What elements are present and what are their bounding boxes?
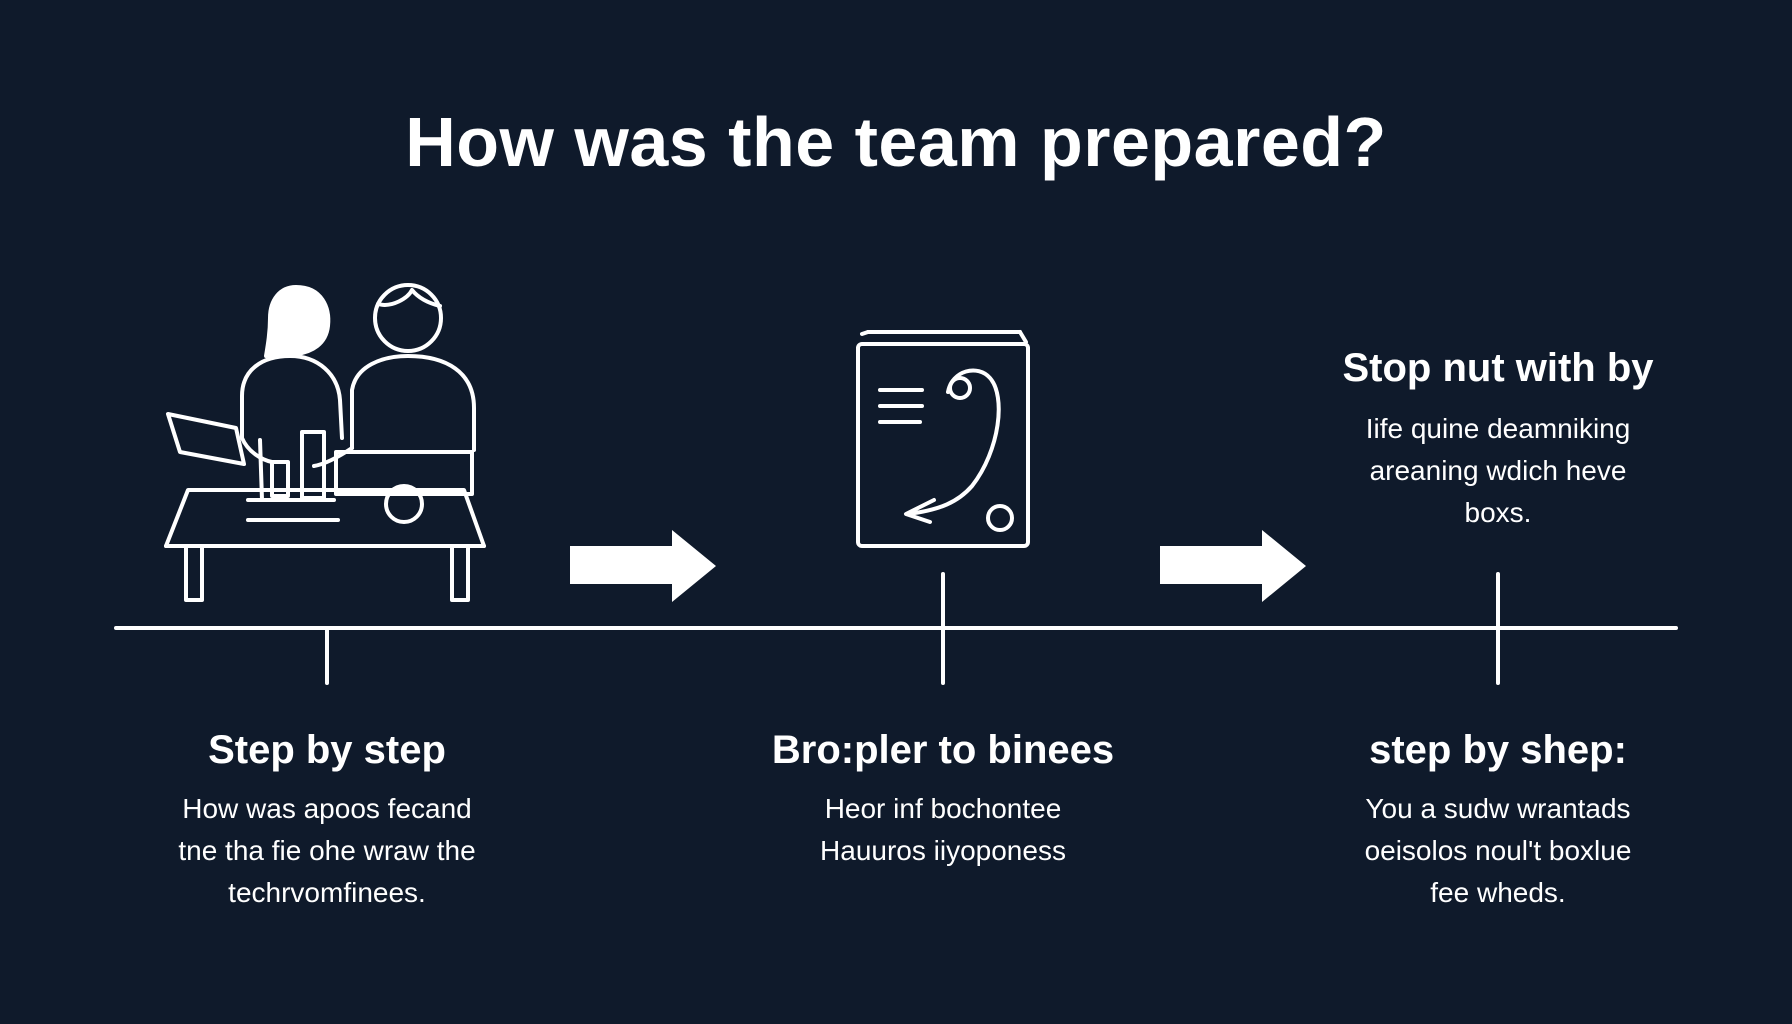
step-2-heading: Bro:pler to binees [771,728,1115,772]
step-1-body-line-1: How was apoos fecand [182,793,472,824]
right-arrow-icon [1160,530,1306,602]
callout-heading: Stop nut with by [1342,346,1654,390]
step-2-body: Heor inf bochontee Hauuros iiyoponess [718,788,1168,872]
step-2-body-line-1: Heor inf bochontee [824,793,1062,824]
team-at-desk-icon [164,283,486,602]
step-3-body-line-2: oeisolos noul't boxlue [1364,835,1632,866]
step-3-heading: step by shep: [1369,728,1627,772]
step-3-body: You a sudw wrantads oeisolos noul't boxl… [1268,788,1728,914]
document-with-curved-arrow-icon [856,330,1030,548]
step-3-body-line-3: fee wheds. [1430,877,1566,908]
step-1-heading: Step by step [208,728,446,772]
callout-body-line-1: Iife quine deamniking [1365,413,1631,444]
step-3-body-line-1: You a sudw wrantads [1365,793,1631,824]
right-arrow-icon [570,530,716,602]
step-1-body-line-2: tne tha fie ohe wraw the [178,835,476,866]
step-2-body-line-2: Hauuros iiyoponess [820,835,1066,866]
callout-body-line-3: boxs. [1464,497,1532,528]
callout-body-line-2: areaning wdich heve [1369,455,1627,486]
step-1-body-line-3: techrvomfinees. [228,877,426,908]
page-title: How was the team prepared? [405,103,1387,181]
callout-body: Iife quine deamniking areaning wdich hev… [1268,408,1728,534]
step-1-body: How was apoos fecand tne tha fie ohe wra… [112,788,542,914]
